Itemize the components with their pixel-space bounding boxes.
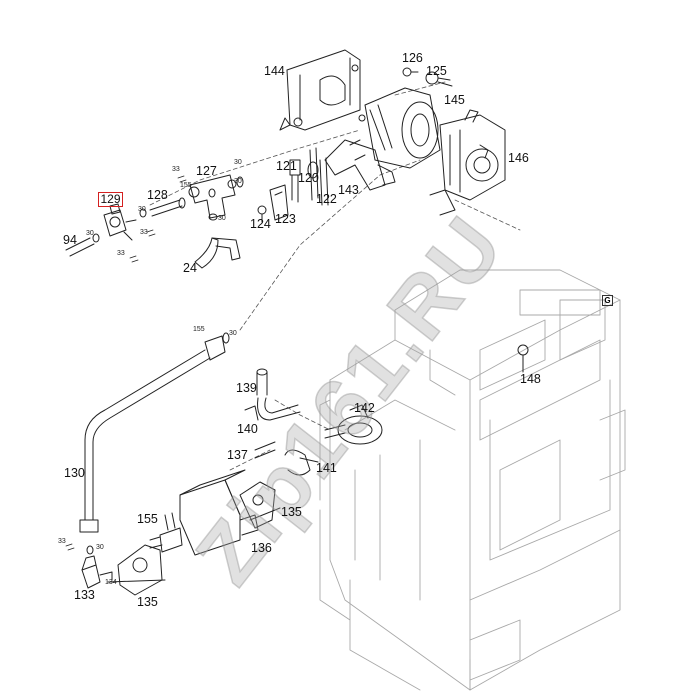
clip-134: [99, 571, 113, 581]
part-label-155-top[interactable]: 155: [180, 182, 192, 189]
pipe-94: [65, 237, 95, 257]
part-label-134[interactable]: 134: [105, 579, 117, 586]
part-label-135a[interactable]: 135: [281, 505, 302, 519]
part-label-24[interactable]: 24: [183, 261, 197, 275]
boiler-housing-145: [349, 87, 441, 169]
tube-139: [256, 368, 268, 396]
fitting-126: [402, 67, 453, 87]
small-label-30: 30: [234, 178, 242, 185]
hose-24: [194, 237, 241, 269]
part-label-137[interactable]: 137: [227, 448, 248, 462]
clip-123: [269, 184, 289, 221]
part-label-144[interactable]: 144: [264, 64, 285, 78]
leader-lines: [149, 81, 521, 471]
part-label-143[interactable]: 143: [338, 183, 359, 197]
small-label-30: 30: [234, 159, 242, 166]
part-label-120[interactable]: 120: [298, 171, 319, 185]
part-label-123[interactable]: 123: [275, 212, 296, 226]
small-label-30: 30: [218, 215, 226, 222]
thermoblock-146: [429, 109, 506, 216]
part-label-141[interactable]: 141: [316, 461, 337, 475]
part-label-121[interactable]: 121: [276, 159, 297, 173]
small-label-33: 33: [117, 250, 125, 257]
small-label-33: 33: [58, 538, 66, 545]
small-label-30: 30: [86, 230, 94, 237]
tube-140: [244, 397, 301, 421]
part-label-136[interactable]: 136: [251, 541, 272, 555]
part-label-122[interactable]: 122: [316, 192, 337, 206]
coupling-142: [324, 404, 383, 445]
part-label-127[interactable]: 127: [196, 164, 217, 178]
small-label-155: 155: [193, 326, 205, 333]
elbow-133: [81, 555, 101, 589]
part-label-133[interactable]: 133: [74, 588, 95, 602]
bracket-143: [324, 139, 396, 191]
part-label-128[interactable]: 128: [147, 188, 168, 202]
small-label-30: 30: [138, 206, 146, 213]
part-label-146[interactable]: 146: [508, 151, 529, 165]
small-label-33: 33: [172, 166, 180, 173]
part-label-94[interactable]: 94: [63, 233, 77, 247]
part-label-139[interactable]: 139: [236, 381, 257, 395]
bracket-135a: [239, 481, 281, 529]
part-label-145[interactable]: 145: [444, 93, 465, 107]
small-label-30: 30: [96, 544, 104, 551]
pipe-121: [289, 159, 301, 203]
bracket-135b: [107, 544, 166, 596]
bracket-144: [279, 49, 361, 131]
part-label-142[interactable]: 142: [354, 401, 375, 415]
clip-155: [164, 512, 176, 531]
highlighted-part-label: 129: [100, 192, 121, 206]
screw-148: [517, 344, 529, 373]
part-label-126[interactable]: 126: [402, 51, 423, 65]
valve-129: [103, 203, 137, 241]
part-label-155[interactable]: 155: [137, 512, 158, 526]
part-label-125[interactable]: 125: [426, 64, 447, 78]
tube-141: [284, 449, 319, 476]
highlighted-part-box[interactable]: 129: [98, 192, 123, 207]
part-label-148[interactable]: 148: [520, 372, 541, 386]
section-marker: G: [602, 295, 613, 306]
tube-137: [254, 441, 276, 459]
pump-136: [149, 469, 259, 556]
small-label-30: 30: [229, 330, 237, 337]
screw-124: [257, 205, 267, 223]
part-label-140[interactable]: 140: [237, 422, 258, 436]
part-label-124[interactable]: 124: [250, 217, 271, 231]
part-label-130[interactable]: 130: [64, 466, 85, 480]
springs-33: [65, 175, 187, 551]
pipe-122: [319, 157, 329, 206]
machine-frame: [319, 269, 626, 691]
pipe-128: [149, 197, 186, 217]
hose-130: [79, 335, 226, 533]
pipe-120: [307, 147, 319, 201]
part-label-135b[interactable]: 135: [137, 595, 158, 609]
t-fitting-127: [188, 174, 237, 219]
small-label-33: 33: [140, 229, 148, 236]
orings-small: [86, 176, 244, 555]
